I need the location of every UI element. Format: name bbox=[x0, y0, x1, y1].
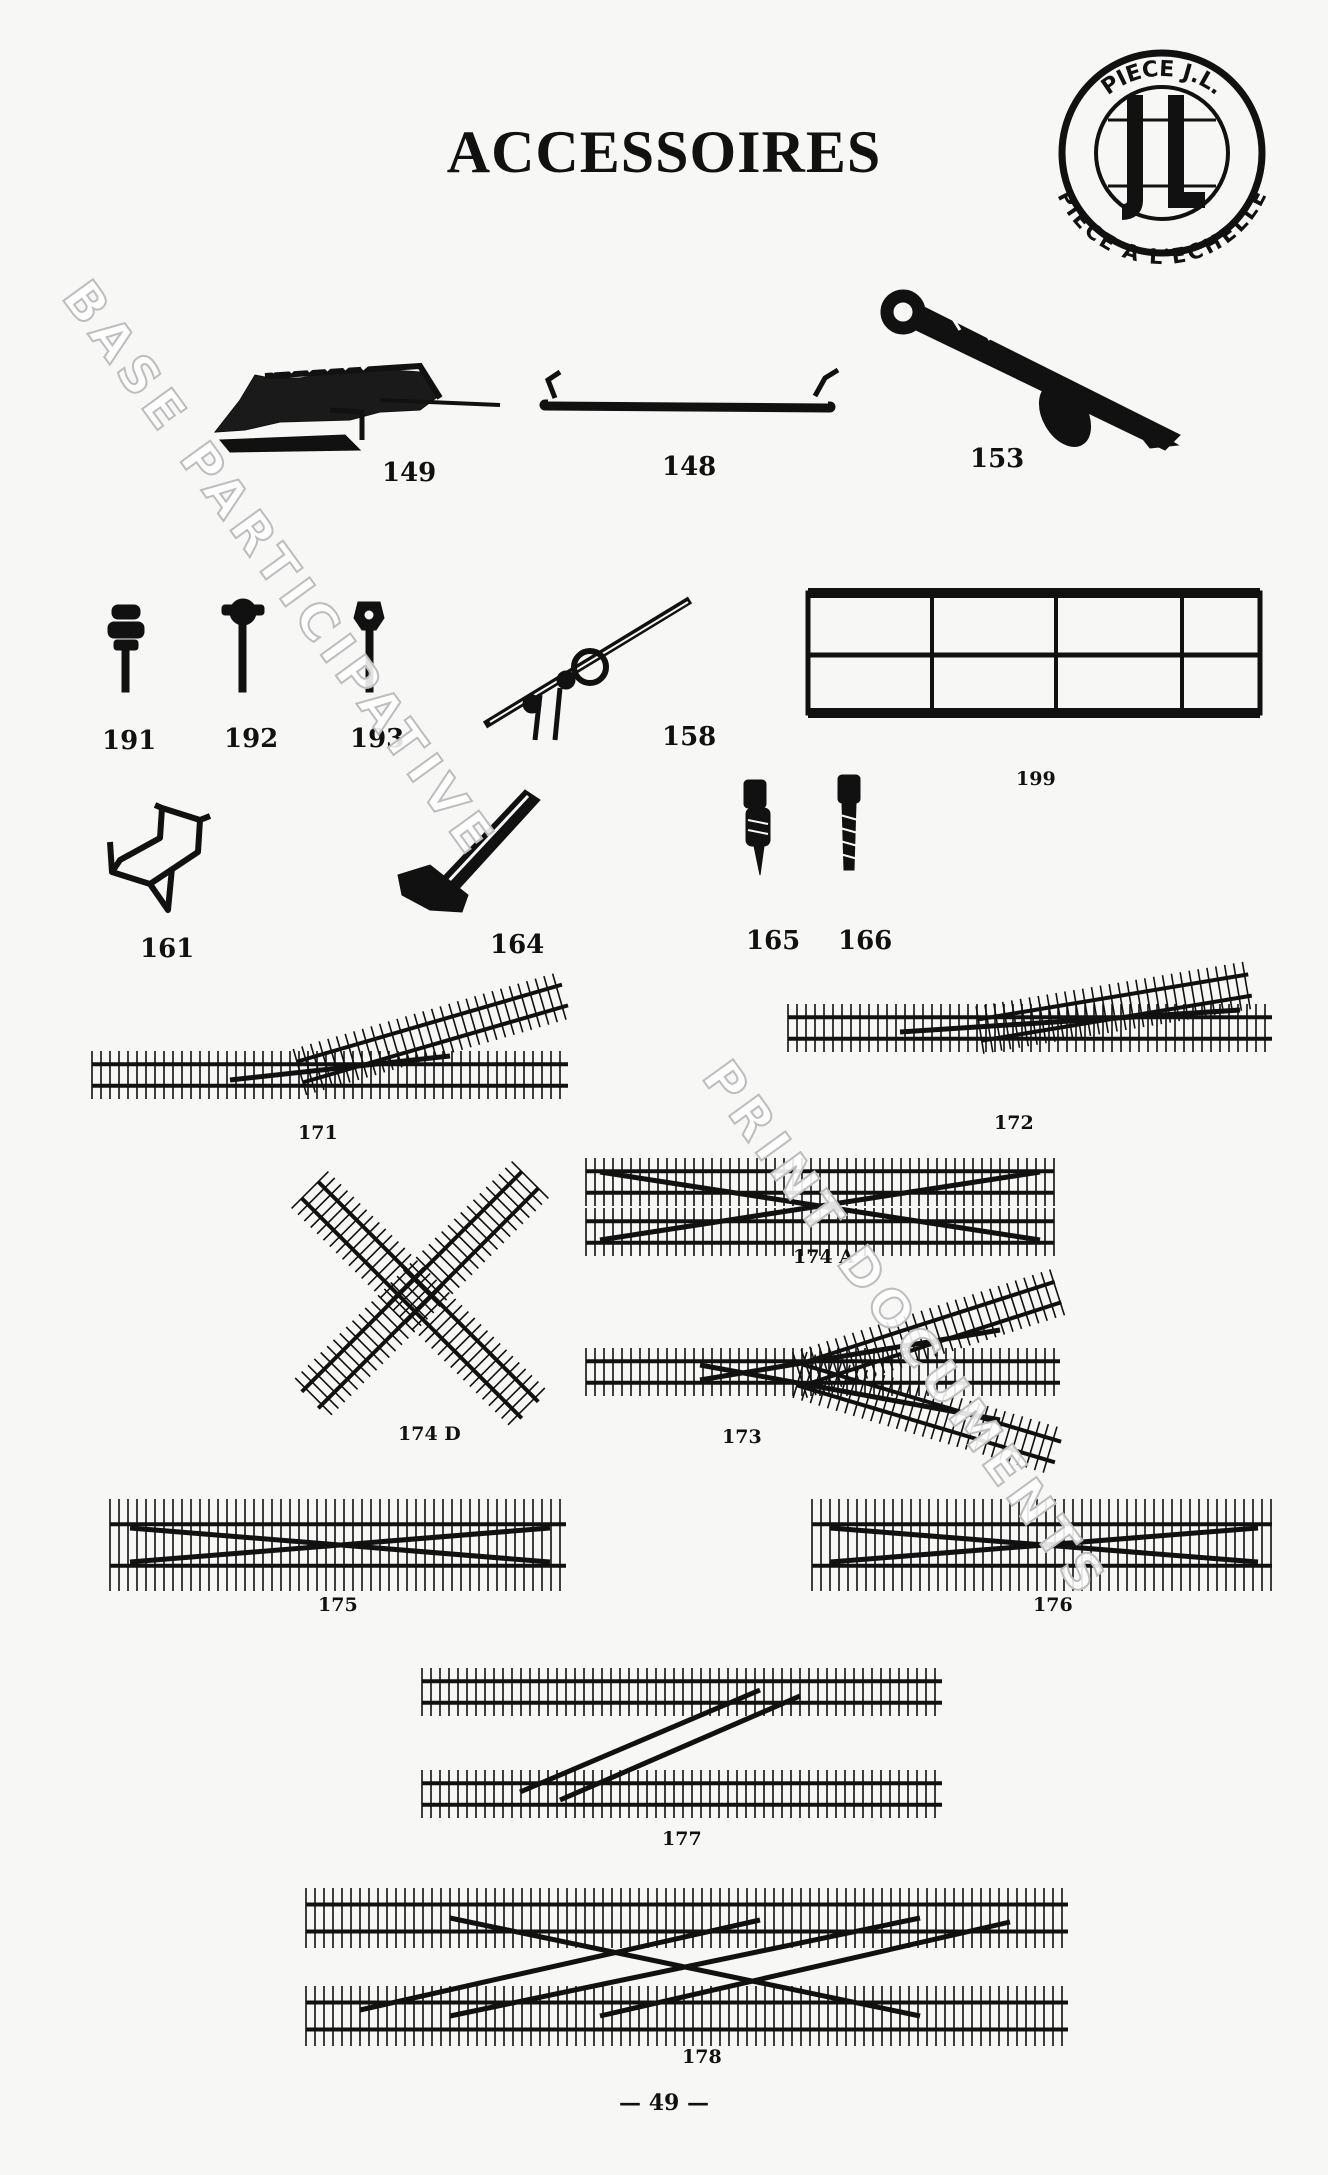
item-164-drawing bbox=[397, 789, 541, 913]
track-178-link-2 bbox=[559, 1693, 801, 1803]
item-label-174a: 174 A bbox=[793, 1246, 855, 1268]
track-178-upper bbox=[305, 1888, 1068, 1948]
item-193-drawing bbox=[353, 601, 385, 693]
item-label-191: 191 bbox=[102, 726, 157, 756]
item-192-drawing bbox=[221, 598, 265, 693]
track-178-lower bbox=[305, 1986, 1068, 2046]
item-191-drawing bbox=[107, 604, 145, 693]
track-178-cross-3 bbox=[359, 1917, 761, 2013]
item-label-161: 161 bbox=[140, 934, 195, 964]
track-pieces bbox=[91, 961, 1272, 2046]
track-171-straight bbox=[91, 1051, 568, 1099]
track-177-lower bbox=[421, 1770, 942, 1818]
track-173-frog-2 bbox=[699, 1362, 1001, 1423]
track-175-cross-2 bbox=[129, 1525, 551, 1565]
track-171-frog bbox=[229, 1053, 451, 1083]
item-166-drawing bbox=[837, 774, 861, 871]
item-label-177: 177 bbox=[662, 1828, 702, 1850]
item-199-drawing bbox=[805, 588, 1263, 718]
item-label-158: 158 bbox=[662, 722, 717, 752]
item-label-174d: 174 D bbox=[398, 1423, 461, 1445]
page-number: — 49 — bbox=[619, 2090, 709, 2116]
track-172-frog bbox=[899, 1007, 1241, 1035]
track-174a-lower bbox=[585, 1208, 1055, 1256]
logo-bottom-text: PIECE A L'ECHELLE bbox=[1053, 187, 1272, 270]
track-176-cross-2 bbox=[829, 1525, 1259, 1565]
track-177-upper bbox=[421, 1668, 942, 1716]
track-174d-a bbox=[291, 1171, 546, 1426]
item-153-drawing bbox=[880, 289, 1181, 451]
track-174a-upper bbox=[585, 1158, 1055, 1206]
item-label-193: 193 bbox=[350, 724, 405, 754]
track-178-cross-4 bbox=[599, 1919, 1011, 2019]
item-label-165: 165 bbox=[746, 926, 801, 956]
item-161-drawing bbox=[107, 802, 212, 913]
item-158-drawing bbox=[482, 596, 693, 741]
item-label-149: 149 bbox=[382, 458, 437, 488]
track-172-straight bbox=[787, 1004, 1272, 1052]
item-label-164: 164 bbox=[490, 930, 545, 960]
track-174d-b bbox=[294, 1161, 549, 1416]
track-175 bbox=[109, 1499, 566, 1591]
item-149-drawing bbox=[213, 360, 501, 453]
item-label-172: 172 bbox=[994, 1112, 1034, 1134]
item-148-drawing bbox=[539, 367, 840, 413]
item-label-176: 176 bbox=[1033, 1594, 1073, 1616]
item-label-148: 148 bbox=[662, 452, 717, 482]
item-label-153: 153 bbox=[970, 444, 1025, 474]
track-177-link-1 bbox=[519, 1687, 761, 1795]
item-label-175: 175 bbox=[318, 1594, 358, 1616]
item-label-178: 178 bbox=[682, 2046, 722, 2068]
item-label-199: 199 bbox=[1016, 768, 1056, 790]
item-label-166: 166 bbox=[838, 926, 893, 956]
item-165-drawing bbox=[743, 779, 771, 876]
track-174a-cross-2 bbox=[599, 1169, 1041, 1243]
track-178-cross-2 bbox=[449, 1915, 921, 2019]
svg-text:PIECE A L'ECHELLE: PIECE A L'ECHELLE bbox=[1053, 187, 1272, 270]
item-label-192: 192 bbox=[224, 724, 279, 754]
page-title: ACCESSOIRES bbox=[446, 119, 882, 185]
item-label-173: 173 bbox=[722, 1426, 762, 1448]
item-label-171: 171 bbox=[298, 1122, 338, 1144]
